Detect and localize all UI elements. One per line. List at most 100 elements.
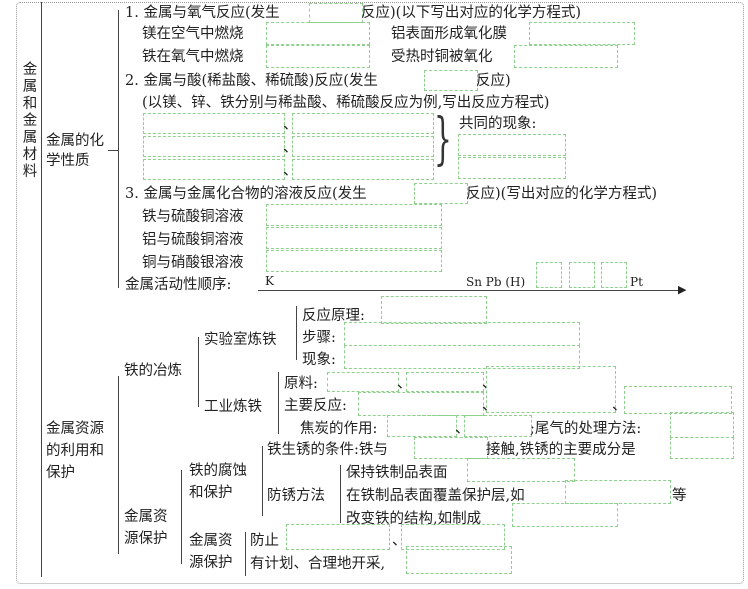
lab-label: 实验室炼铁 xyxy=(204,332,277,348)
chem-s3-b: 反应)(写出对应的化学方程式) xyxy=(466,186,657,202)
outer-frame xyxy=(16,2,744,584)
cu-heat-label: 受热时铜被氧化 xyxy=(391,49,493,65)
blank-coke-2[interactable] xyxy=(464,415,532,437)
al-cuso4-label: 铝与硫酸铜溶液 xyxy=(142,232,244,248)
ind-label: 工业炼铁 xyxy=(204,399,262,415)
sep: 、 xyxy=(397,376,412,392)
prevent-label: 防锈方法 xyxy=(267,488,325,504)
chem-s2-b: 反应) xyxy=(476,73,511,89)
blank-acid-eq-2[interactable] xyxy=(292,113,434,134)
blank-cu-agno3[interactable] xyxy=(266,250,442,272)
blank-main-rx-1[interactable] xyxy=(358,392,484,416)
blank-phenomenon[interactable] xyxy=(344,345,580,369)
fe-o2-label: 铁在氧气中燃烧 xyxy=(142,49,244,65)
res-title-line2: 的利用和 xyxy=(46,443,104,459)
blank-coke-1[interactable] xyxy=(387,415,457,437)
blank-raw-2[interactable] xyxy=(406,372,484,392)
main-rx-label: 主要反应: xyxy=(284,398,347,414)
blank-reaction-type-1[interactable] xyxy=(309,3,363,23)
fe-cuso4-label: 铁与硫酸铜溶液 xyxy=(142,209,244,225)
sep: 、 xyxy=(283,140,298,156)
blank-cu-equation[interactable] xyxy=(514,45,618,68)
blank-rust-component[interactable] xyxy=(670,437,734,459)
chem-title-line1: 金属的化 xyxy=(46,133,104,149)
mres-bracket xyxy=(245,532,246,576)
corr-label-2: 和保护 xyxy=(189,485,233,501)
activity-pt: Pt xyxy=(630,275,643,289)
plan-label: 有计划、合理地开采, xyxy=(250,556,386,572)
prevent-bracket xyxy=(340,465,341,523)
smelt-bracket xyxy=(198,337,199,407)
blank-acid-eq-5[interactable] xyxy=(143,159,285,180)
sep: 、 xyxy=(482,376,497,392)
blank-acid-eq-3[interactable] xyxy=(143,136,285,157)
protect-label-2: 源保护 xyxy=(124,531,168,547)
right-brace: } xyxy=(434,107,452,172)
sep: 、 xyxy=(283,117,298,133)
res-bracket xyxy=(118,376,119,554)
blank-acid-eq-4[interactable] xyxy=(292,136,434,157)
activity-axis xyxy=(258,290,683,291)
blank-activity-1[interactable] xyxy=(536,262,562,288)
chem-s1-b: 反应)(以下写出对应的化学方程式) xyxy=(361,5,581,21)
activity-k: K xyxy=(265,274,274,288)
corr-label-1: 铁的腐蚀 xyxy=(189,463,247,479)
principle-label: 反应原理: xyxy=(302,308,365,324)
sep: 、 xyxy=(482,398,497,414)
res-title-line3: 保护 xyxy=(46,465,75,481)
blank-rust-condition[interactable] xyxy=(414,437,488,459)
ind-bracket xyxy=(278,372,279,434)
cu-agno3-label: 铜与硝酸银溶液 xyxy=(142,255,244,271)
blank-acid-eq-6[interactable] xyxy=(292,159,434,180)
blank-fe-o2-equation[interactable] xyxy=(266,45,370,68)
blank-avoid-2[interactable] xyxy=(401,524,505,550)
blank-activity-3[interactable] xyxy=(601,262,627,288)
avoid-label: 防止 xyxy=(250,533,279,549)
blank-principle[interactable] xyxy=(381,296,487,324)
blank-acid-eq-1[interactable] xyxy=(143,113,285,134)
chem-s2-a: 2. 金属与酸(稀盐酸、稀硫酸)反应(发生 xyxy=(125,73,378,89)
chem-bracket xyxy=(118,10,119,288)
steps-label: 步骤: xyxy=(302,330,336,346)
blank-al-cuso4[interactable] xyxy=(266,227,442,249)
rust-b: 接触,铁锈的主要成分是 xyxy=(486,442,636,458)
root-bracket xyxy=(41,2,42,577)
activity-label: 金属活动性顺序: xyxy=(125,277,232,293)
blank-reaction-type-3[interactable] xyxy=(414,183,468,204)
blank-main-rx-2[interactable] xyxy=(624,386,732,414)
blank-al-equation[interactable] xyxy=(529,22,635,45)
sep: 、 xyxy=(612,398,627,414)
phen-label: 现象: xyxy=(302,352,336,368)
sep: 、 xyxy=(283,163,298,179)
blank-fe-cuso4[interactable] xyxy=(266,204,442,226)
chem-title-line2: 学性质 xyxy=(46,153,90,169)
blank-tail-gas[interactable] xyxy=(670,412,734,438)
blank-mg-equation[interactable] xyxy=(266,22,370,45)
sep: 、 xyxy=(455,421,470,437)
chem-s3-a: 3. 金属与金属化合物的溶液反应(发生 xyxy=(125,186,367,202)
al-film-label: 铝表面形成氧化膜 xyxy=(391,26,507,42)
blank-keep[interactable] xyxy=(467,458,575,482)
keep-label: 保持铁制品表面 xyxy=(346,465,448,481)
blank-avoid-1[interactable] xyxy=(286,524,390,550)
root-title: 金属和金属材料 xyxy=(22,62,38,180)
blank-steps[interactable] xyxy=(344,322,580,346)
corr-bracket xyxy=(262,446,263,516)
blank-activity-2[interactable] xyxy=(569,262,595,288)
blank-reaction-type-2[interactable] xyxy=(424,70,478,91)
coat-a: 在铁制品表面覆盖保护层,如 xyxy=(346,488,525,504)
chem-s1-a: 1. 金属与氧气反应(发生 xyxy=(125,5,280,21)
blank-alloy[interactable] xyxy=(512,503,618,527)
chem-s2-note: (以镁、锌、铁分别与稀盐酸、稀硫酸反应为例,写出反应方程式) xyxy=(142,95,550,111)
blank-raw-1[interactable] xyxy=(327,372,399,392)
blank-raw-3[interactable] xyxy=(486,366,616,413)
activity-sn-pb-h: Sn Pb (H) xyxy=(466,275,526,289)
blank-common-2[interactable] xyxy=(458,157,566,179)
res-title-line1: 金属资源 xyxy=(46,421,104,437)
blank-plan[interactable] xyxy=(406,546,512,574)
blank-coat[interactable] xyxy=(565,480,671,504)
blank-common-1[interactable] xyxy=(458,134,566,156)
raw-label: 原料: xyxy=(284,376,318,392)
activity-arrow: ▶ xyxy=(678,283,687,296)
lab-bracket xyxy=(296,306,297,360)
